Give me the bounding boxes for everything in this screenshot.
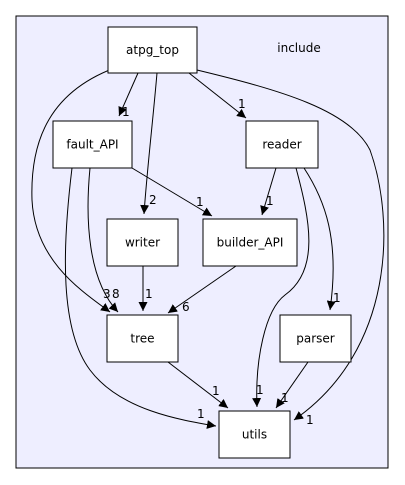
edge-atpg_top-to-fault_API: 1: [118, 72, 139, 119]
edge-line: [131, 167, 213, 217]
node-utils[interactable]: utils: [218, 410, 291, 459]
edge-weight-label: 1: [238, 97, 246, 111]
edge-weight-label: 1: [197, 407, 205, 421]
edge-reader-to-builder_API: 1: [260, 167, 277, 216]
node-atpg_top[interactable]: atpg_top: [107, 26, 198, 74]
edge-weight-label: 1: [196, 195, 204, 209]
edge-weight-label: 1: [306, 413, 314, 427]
edge-atpg_top-to-utils: 1: [196, 69, 385, 427]
node-fault_API[interactable]: fault_API: [52, 120, 133, 169]
edge-fault_API-to-builder_API: 1: [131, 167, 213, 217]
node-label-writer: writer: [125, 236, 160, 250]
edge-weight-label: 8: [112, 287, 120, 301]
node-label-fault_API: fault_API: [66, 138, 118, 152]
edge-weight-label: 6: [182, 300, 190, 314]
edge-line: [275, 361, 309, 409]
edge-reader-to-utils: 1: [252, 167, 310, 408]
edge-line: [167, 361, 229, 409]
edge-line: [196, 69, 385, 421]
node-label-builder_API: builder_API: [217, 236, 284, 250]
edge-builder_API-to-tree: 6: [167, 265, 237, 314]
edge-atpg_top-to-tree: 3: [31, 65, 121, 313]
edge-line: [118, 72, 139, 117]
edge-atpg_top-to-reader: 1: [188, 72, 247, 119]
node-parser[interactable]: parser: [279, 314, 352, 363]
edge-line: [64, 167, 217, 429]
node-reader[interactable]: reader: [245, 120, 319, 169]
node-label-atpg_top: atpg_top: [126, 43, 179, 57]
edge-line: [260, 167, 277, 216]
edge-weight-label: 1: [145, 287, 153, 301]
edge-weight-label: 3: [103, 287, 111, 301]
node-label-parser: parser: [296, 332, 335, 346]
edge-line: [188, 72, 247, 119]
node-label-utils: utils: [242, 428, 267, 442]
edge-weight-label: 1: [256, 383, 264, 397]
edge-line: [252, 167, 310, 408]
node-label-reader: reader: [262, 138, 301, 152]
edge-fault_API-to-utils: 1: [64, 167, 217, 429]
edge-weight-label: 1: [122, 105, 130, 119]
node-writer[interactable]: writer: [106, 218, 179, 267]
edge-weight-label: 1: [333, 291, 341, 305]
edge-fault_API-to-tree: 8: [87, 167, 120, 313]
node-builder_API[interactable]: builder_API: [202, 218, 298, 267]
edge-writer-to-tree: 1: [138, 266, 153, 311]
edge-atpg_top-to-writer: 2: [140, 72, 158, 215]
edge-line: [303, 167, 336, 311]
node-label-tree: tree: [130, 332, 154, 346]
edge-line: [31, 65, 121, 313]
edge-weight-label: 1: [266, 194, 274, 208]
edge-weight-label: 2: [149, 193, 157, 207]
edge-tree-to-utils: 1: [167, 361, 229, 409]
edge-line: [140, 72, 158, 215]
edge-parser-to-utils: 1: [275, 361, 309, 409]
edge-weight-label: 1: [212, 384, 220, 398]
edge-reader-to-parser: 1: [303, 167, 341, 311]
cluster-label: include: [277, 41, 320, 55]
edge-line: [167, 265, 237, 314]
edge-weight-label: 1: [281, 391, 289, 405]
edge-line: [87, 167, 119, 313]
node-tree[interactable]: tree: [106, 314, 179, 363]
